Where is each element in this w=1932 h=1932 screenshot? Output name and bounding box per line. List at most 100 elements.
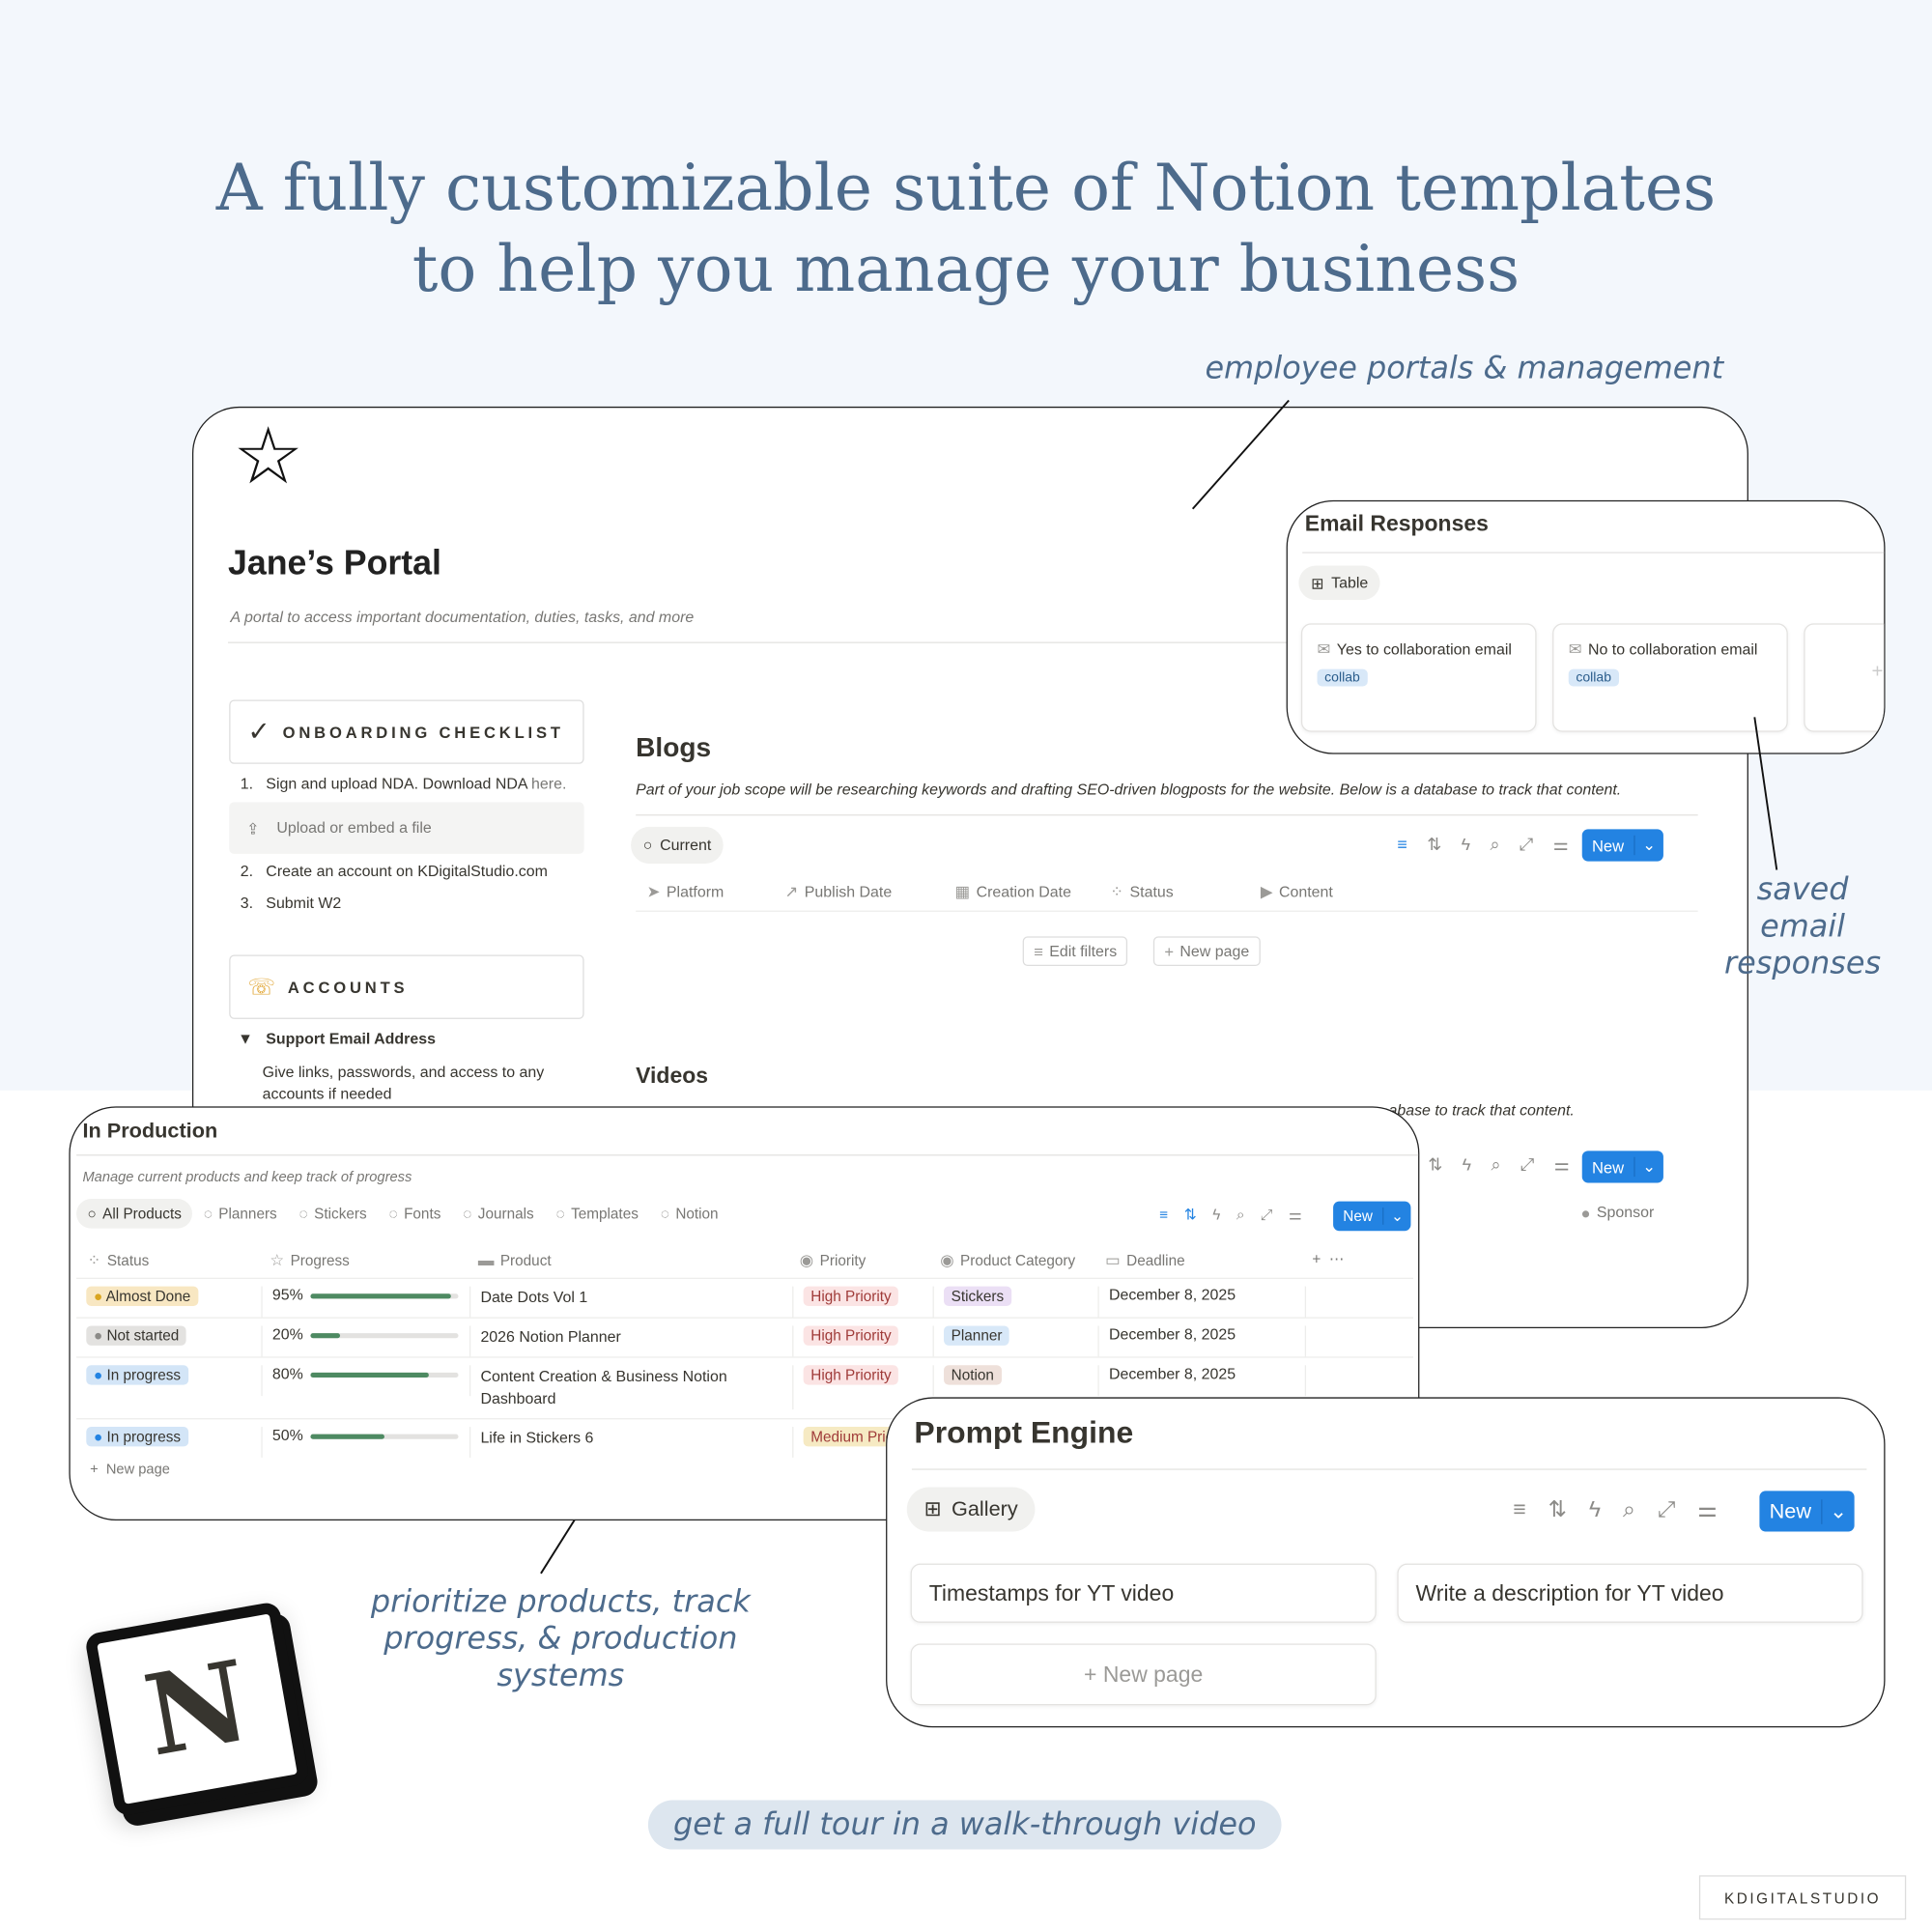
sort-icon[interactable]: ⇅ [1183, 1206, 1197, 1224]
annotation-saved: saved email responses [1723, 870, 1882, 981]
settings-icon[interactable]: ⚌ [1288, 1206, 1302, 1224]
tag-collab: collab [1317, 668, 1368, 687]
search-icon[interactable]: ⌕ [1490, 834, 1500, 854]
blogs-title: Blogs [636, 731, 712, 763]
tab-planners[interactable]: ◌Planners [203, 1205, 277, 1223]
status-badge: ● In progress [86, 1427, 188, 1447]
gallery-card[interactable]: Write a description for YT video [1397, 1563, 1863, 1623]
edit-filters-button[interactable]: ≡Edit filters [1022, 936, 1128, 966]
walkthrough-video-link[interactable]: get a full tour in a walk-through video [647, 1800, 1282, 1850]
circle-icon: ○ [642, 837, 653, 854]
annotation-employee: employee portals & management [1205, 350, 1724, 386]
calendar-icon: ▦ [954, 882, 971, 901]
tab-fonts[interactable]: ◌Fonts [388, 1205, 441, 1223]
star-icon: ☆ [233, 412, 304, 500]
tab-journals[interactable]: ◌Journals [463, 1205, 534, 1223]
cursor-icon: ➤ [646, 882, 661, 901]
settings-icon[interactable]: ⚌ [1552, 834, 1569, 854]
prompt-title: Prompt Engine [914, 1415, 1134, 1451]
tab-all-products[interactable]: ○All Products [76, 1199, 193, 1229]
category-badge: Planner [944, 1325, 1010, 1346]
progress-value: 20% [271, 1325, 303, 1344]
view-tab-gallery[interactable]: ⊞Gallery [906, 1487, 1036, 1532]
blogs-header: ➤Platform ↗Publish Date ▦Creation Date ⁘… [646, 882, 1333, 901]
filter-icon[interactable]: ≡ [1513, 1496, 1526, 1522]
settings-icon[interactable]: ⚌ [1553, 1154, 1570, 1175]
add-column-icon[interactable]: + ⋯ [1312, 1250, 1345, 1268]
settings-icon[interactable]: ⚌ [1697, 1496, 1718, 1522]
search-icon[interactable]: ⌕ [1491, 1154, 1501, 1175]
status-badge: ● In progress [86, 1365, 188, 1385]
tab-templates[interactable]: ◌Templates [555, 1205, 639, 1223]
new-page-button[interactable]: +New page [1152, 936, 1261, 966]
videos-toolbar: ⇅ ϟ ⌕ ⤢ ⚌ [1428, 1154, 1569, 1176]
circle-icon: ◌ [463, 1205, 472, 1223]
videos-new-button[interactable]: New⌄ [1581, 1151, 1663, 1183]
arrow-icon: ↗ [784, 882, 799, 901]
step-3: 3. Submit W2 [240, 895, 342, 912]
add-card-button[interactable]: + [1804, 623, 1885, 732]
production-description: Manage current products and keep track o… [82, 1170, 412, 1186]
expand-icon[interactable]: ⤢ [1261, 1206, 1273, 1224]
priority-icon: ◉ [799, 1250, 814, 1269]
product-name: 2026 Notion Planner [470, 1325, 794, 1357]
automation-icon[interactable]: ϟ [1461, 834, 1471, 854]
priority-badge: High Priority [803, 1365, 899, 1385]
blogs-description: Part of your job scope will be researchi… [636, 781, 1622, 799]
automation-icon[interactable]: ϟ [1462, 1154, 1472, 1175]
sort-icon[interactable]: ⇅ [1548, 1496, 1567, 1522]
gallery-new-page[interactable]: + New page [910, 1643, 1377, 1706]
gallery-card[interactable]: Timestamps for YT video [910, 1563, 1377, 1623]
product-name: Date Dots Vol 1 [470, 1286, 794, 1318]
search-icon[interactable]: ⌕ [1236, 1206, 1245, 1224]
deadline: December 8, 2025 [1099, 1286, 1307, 1318]
expand-icon[interactable]: ⤢ [1520, 1154, 1535, 1175]
upload-file-button[interactable]: ⇪Upload or embed a file [229, 802, 584, 854]
production-header: ⁘Status ☆Progress ▬Product ◉Priority ◉Pr… [87, 1250, 1345, 1269]
view-tab-current[interactable]: ○Current [631, 826, 724, 865]
mail-icon: ✉ [1317, 639, 1331, 659]
page-subtitle: A portal to access important documentati… [230, 609, 695, 626]
progress-bar [310, 1372, 459, 1378]
nda-link[interactable]: here. [531, 775, 567, 793]
expand-icon[interactable]: ⤢ [1657, 1496, 1676, 1522]
view-tab-table[interactable]: ⊞Table [1298, 565, 1381, 601]
prompt-new-button[interactable]: New⌄ [1759, 1491, 1855, 1532]
tab-notion[interactable]: ◌Notion [660, 1205, 719, 1223]
sort-icon[interactable]: ⇅ [1427, 834, 1442, 854]
progress-value: 95% [271, 1286, 303, 1304]
deadline: December 8, 2025 [1099, 1365, 1307, 1397]
product-name: Content Creation & Business Notion Dashb… [470, 1365, 794, 1410]
folder-icon: ▬ [477, 1250, 495, 1269]
production-new-button[interactable]: New⌄ [1333, 1201, 1411, 1232]
videos-title: Videos [636, 1063, 709, 1089]
mail-icon: ✉ [1568, 639, 1582, 659]
search-icon[interactable]: ⌕ [1623, 1496, 1635, 1522]
play-icon: ▶ [1260, 882, 1273, 901]
filter-icon[interactable]: ≡ [1397, 834, 1407, 854]
automation-icon[interactable]: ϟ [1212, 1206, 1221, 1224]
tab-stickers[interactable]: ◌Stickers [298, 1205, 367, 1223]
grid-icon: ⊞ [1311, 575, 1324, 592]
category-badge: Notion [944, 1365, 1002, 1385]
filter-icon[interactable]: ≡ [1159, 1206, 1169, 1224]
automation-icon[interactable]: ϟ [1588, 1496, 1602, 1522]
page-title: Jane’s Portal [227, 543, 441, 582]
support-email-toggle[interactable]: ▼ Support Email Address [238, 1030, 436, 1048]
expand-icon[interactable]: ⤢ [1519, 834, 1534, 854]
new-button[interactable]: New⌄ [1581, 829, 1663, 862]
production-new-page[interactable]: + New page [90, 1463, 170, 1478]
tag-collab: collab [1568, 668, 1619, 687]
sort-icon[interactable]: ⇅ [1428, 1154, 1443, 1175]
grid-icon: ⊞ [923, 1496, 942, 1520]
chevron-down-icon: ⌄ [1634, 835, 1662, 856]
status-badge: ● Not started [86, 1325, 186, 1346]
person-icon: ● [1580, 1204, 1591, 1223]
production-title: In Production [82, 1119, 218, 1143]
